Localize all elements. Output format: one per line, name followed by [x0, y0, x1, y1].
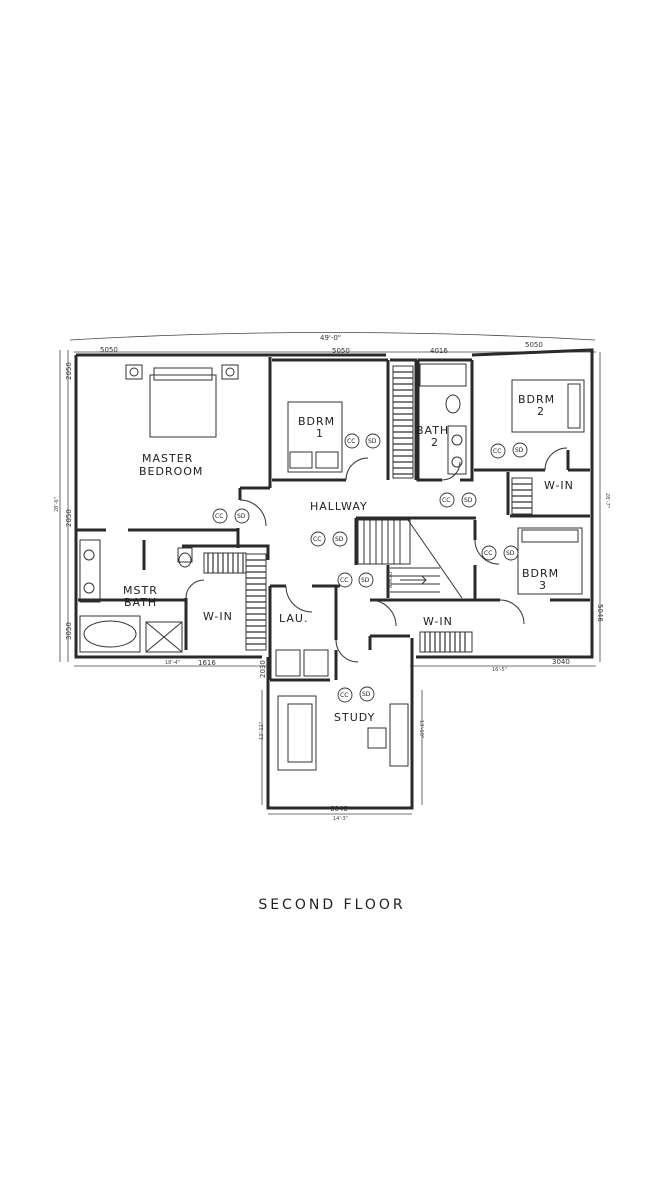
svg-text:CC: CC — [442, 497, 450, 504]
svg-text:CC: CC — [340, 692, 348, 699]
label-bath2-a: BATH — [416, 424, 449, 437]
dim-bottom-mid: 2030 — [259, 660, 267, 678]
label-win-bdrm2: W-IN — [544, 479, 574, 492]
svg-text:SD: SD — [368, 438, 377, 445]
symbol-sd-hall-top: SD — [461, 492, 477, 508]
dim-study-left: 13'-11" — [259, 722, 265, 740]
dim-top-4: 5050 — [525, 341, 543, 349]
bdrm2-bed — [511, 379, 585, 433]
closet-hatch-bdrm2 — [511, 477, 533, 515]
symbol-sd-bath2: SD — [512, 442, 528, 458]
symbol-sd-bdrm1: SD — [365, 433, 381, 449]
symbol-sd-master: SD — [234, 508, 250, 524]
dim-top-1: 5050 — [100, 346, 118, 354]
master-bed — [125, 364, 239, 438]
study-furniture — [277, 695, 409, 771]
closet-hatch-master — [203, 552, 267, 651]
bdrm3-bed — [517, 527, 583, 595]
label-mstr-bath-a: MSTR — [123, 584, 158, 597]
label-bath2-b: 2 — [431, 436, 439, 449]
symbol-cc-bath2: CC — [490, 443, 506, 459]
dim-bottom-right-ft: 16'-5" — [492, 667, 507, 673]
dim-right-2: 5046 — [596, 604, 604, 622]
laundry-machines — [275, 649, 329, 677]
dim-right-1: 28'-7" — [604, 493, 610, 508]
svg-text:CC: CC — [484, 550, 492, 557]
symbol-cc-study: CC — [337, 687, 353, 703]
dim-left-4: 3050 — [65, 622, 73, 640]
label-bdrm1-a: BDRM — [298, 415, 335, 428]
svg-text:CC: CC — [493, 448, 501, 455]
svg-text:SD: SD — [335, 536, 344, 543]
symbol-cc-bdrm3: CC — [481, 545, 497, 561]
symbol-cc-hall-top: CC — [439, 492, 455, 508]
closet-hatch-bdrm1 — [392, 365, 414, 479]
symbol-cc-bdrm1: CC — [344, 433, 360, 449]
label-mstr-bath-b: BATH — [124, 596, 157, 609]
door-swings — [185, 447, 568, 663]
dim-left-2: 28'-6" — [54, 497, 60, 512]
svg-text:SD: SD — [361, 577, 370, 584]
label-bdrm1-b: 1 — [316, 427, 324, 440]
label-bdrm3-a: BDRM — [522, 567, 559, 580]
dimension-lines — [59, 332, 601, 815]
label-bdrm3-b: 3 — [539, 579, 547, 592]
svg-text:SD: SD — [464, 497, 473, 504]
dim-study-right: 13'-10" — [418, 720, 424, 738]
label-bdrm2-b: 2 — [537, 405, 545, 418]
walls — [74, 348, 594, 810]
dim-top-2: 5050 — [332, 347, 350, 355]
svg-text:SD: SD — [515, 447, 524, 454]
symbol-cc-hall-mid: CC — [310, 531, 326, 547]
dim-top-3: 4016 — [430, 347, 448, 355]
symbol-sd-study: SD — [359, 686, 375, 702]
bdrm1-bed — [287, 401, 343, 473]
svg-text:CC: CC — [215, 513, 223, 520]
label-bdrm2-a: BDRM — [518, 393, 555, 406]
dim-left-1: 2050 — [65, 362, 73, 380]
symbol-sd-bdrm3: SD — [503, 545, 519, 561]
staircase — [357, 519, 463, 599]
svg-text:CC: CC — [340, 577, 348, 584]
dim-bottom-left-mm: 1616 — [198, 659, 216, 667]
dim-overall-width: 49'-0" — [320, 334, 341, 342]
label-master-bedroom-2: BEDROOM — [139, 465, 203, 478]
mstr-bath-fixtures — [79, 539, 193, 653]
symbol-sd-hall-low: SD — [358, 572, 374, 588]
svg-text:SD: SD — [506, 550, 515, 557]
closet-hatch-bdrm3 — [419, 631, 473, 653]
svg-text:SD: SD — [362, 691, 371, 698]
dim-bottom-left-ft: 18'-4" — [165, 660, 180, 666]
label-win-master: W-IN — [203, 610, 233, 623]
symbol-cc-master: CC — [212, 508, 228, 524]
svg-text:CC: CC — [347, 438, 355, 445]
svg-text:SD: SD — [237, 513, 246, 520]
bath2-fixtures — [419, 363, 467, 475]
svg-text:CC: CC — [313, 536, 321, 543]
symbol-cc-hall-low: CC — [337, 572, 353, 588]
plan-title: SECOND FLOOR — [258, 897, 406, 913]
dim-study-bottom-ft: 14'-3" — [333, 816, 348, 822]
symbol-sd-hall-mid: SD — [332, 531, 348, 547]
dim-left-3: 2050 — [65, 509, 73, 527]
label-laundry: LAU. — [279, 612, 308, 625]
label-win-bdrm3: W-IN — [423, 615, 453, 628]
dim-bottom-right-mm: 3040 — [552, 658, 570, 666]
label-study: STUDY — [334, 711, 375, 724]
label-stair-down: DOWN — [386, 572, 392, 589]
label-master-bedroom-1: MASTER — [142, 452, 193, 465]
label-hallway: HALLWAY — [310, 500, 368, 513]
